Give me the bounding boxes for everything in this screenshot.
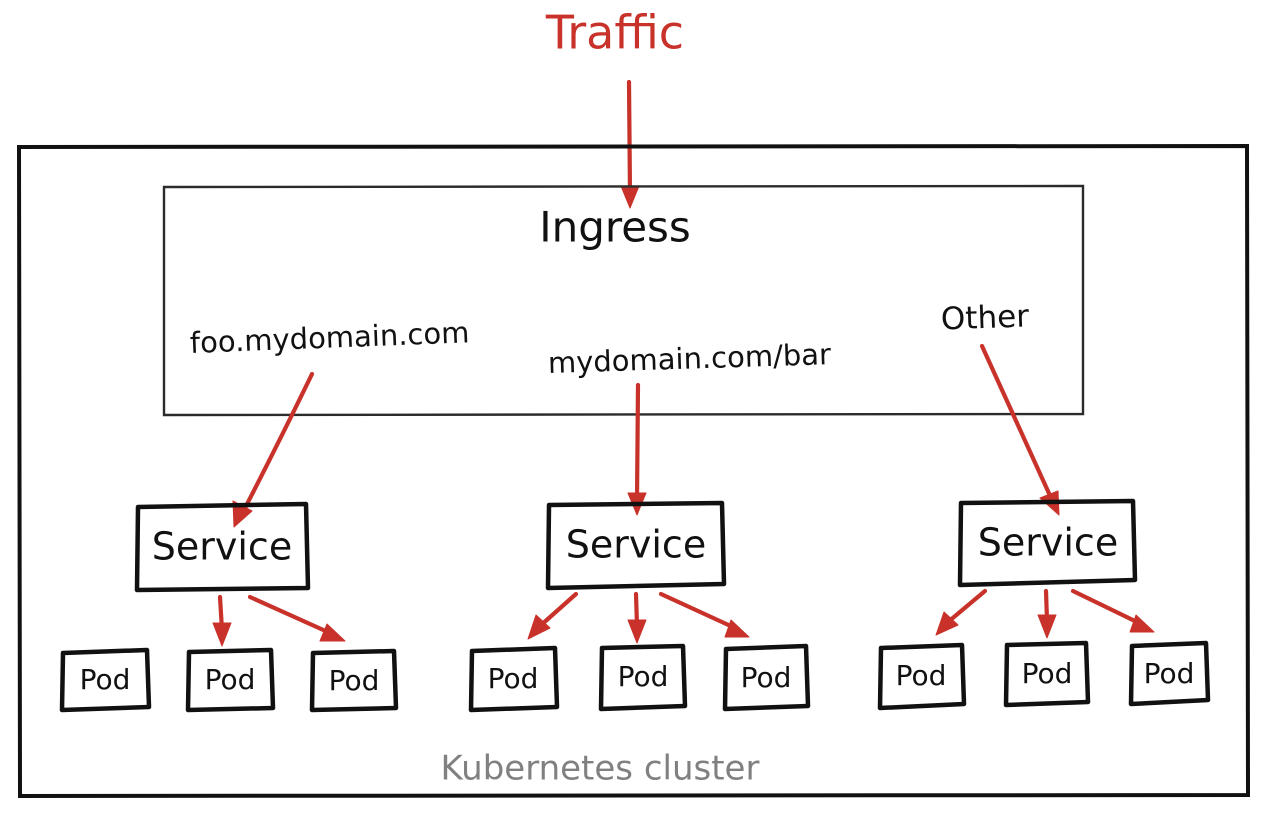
service-group-2: Service Pod Pod Pod (468, 500, 811, 713)
service-box-1 (134, 501, 311, 593)
pod-label-3-1: Pod (896, 659, 947, 692)
route-label-foo: foo.mydomain.com (189, 315, 470, 360)
pod-box-1-1 (59, 647, 152, 713)
route-label-other: Other (940, 298, 1029, 337)
service-1-to-pod-2-arrow (212, 594, 232, 647)
service-2-to-pod-1-arrow (527, 591, 579, 640)
pod-box-1-3 (309, 648, 399, 713)
service-label-1: Service (152, 525, 292, 569)
kubernetes-cluster-box (16, 143, 1251, 799)
service-2-to-pod-3-arrow (658, 591, 750, 638)
ingress-label: Ingress (539, 203, 691, 252)
service-box-3 (957, 498, 1138, 588)
ingress-box (162, 184, 1085, 417)
traffic-label: Traffic (545, 6, 684, 60)
service-3-to-pod-1-arrow (935, 588, 988, 636)
pod-box-2-1 (468, 645, 560, 713)
route-label-bar: mydomain.com/bar (547, 337, 831, 380)
pod-box-2-2 (598, 643, 688, 712)
service-3-to-pod-3-arrow (1070, 588, 1155, 633)
route-arrow-other (979, 343, 1060, 516)
service-box-2 (545, 500, 727, 591)
pod-box-3-1 (877, 642, 967, 711)
pod-box-3-2 (1003, 640, 1091, 708)
pod-label-2-3: Pod (741, 661, 792, 694)
pod-label-1-3: Pod (329, 664, 380, 697)
pod-label-1-2: Pod (205, 663, 256, 696)
service-2-to-pod-2-arrow (627, 591, 647, 644)
pod-label-2-2: Pod (618, 660, 669, 693)
pod-label-1-1: Pod (80, 663, 131, 696)
pod-label-2-1: Pod (488, 662, 539, 695)
kubernetes-cluster-label: Kubernetes cluster (441, 749, 760, 789)
service-1-to-pod-3-arrow (247, 594, 346, 642)
service-3-to-pod-2-arrow (1037, 588, 1057, 639)
pod-label-3-3: Pod (1144, 657, 1195, 690)
service-label-2: Service (566, 523, 706, 567)
pod-box-1-2 (185, 647, 276, 713)
pod-box-2-3 (722, 643, 811, 712)
service-group-3: Service Pod Pod Pod (877, 498, 1211, 711)
pod-box-3-3 (1128, 640, 1211, 707)
service-group-1: Service Pod Pod Pod (59, 501, 399, 713)
pod-label-3-2: Pod (1022, 657, 1073, 690)
service-label-3: Service (978, 521, 1118, 565)
route-arrow-bar (627, 382, 647, 516)
